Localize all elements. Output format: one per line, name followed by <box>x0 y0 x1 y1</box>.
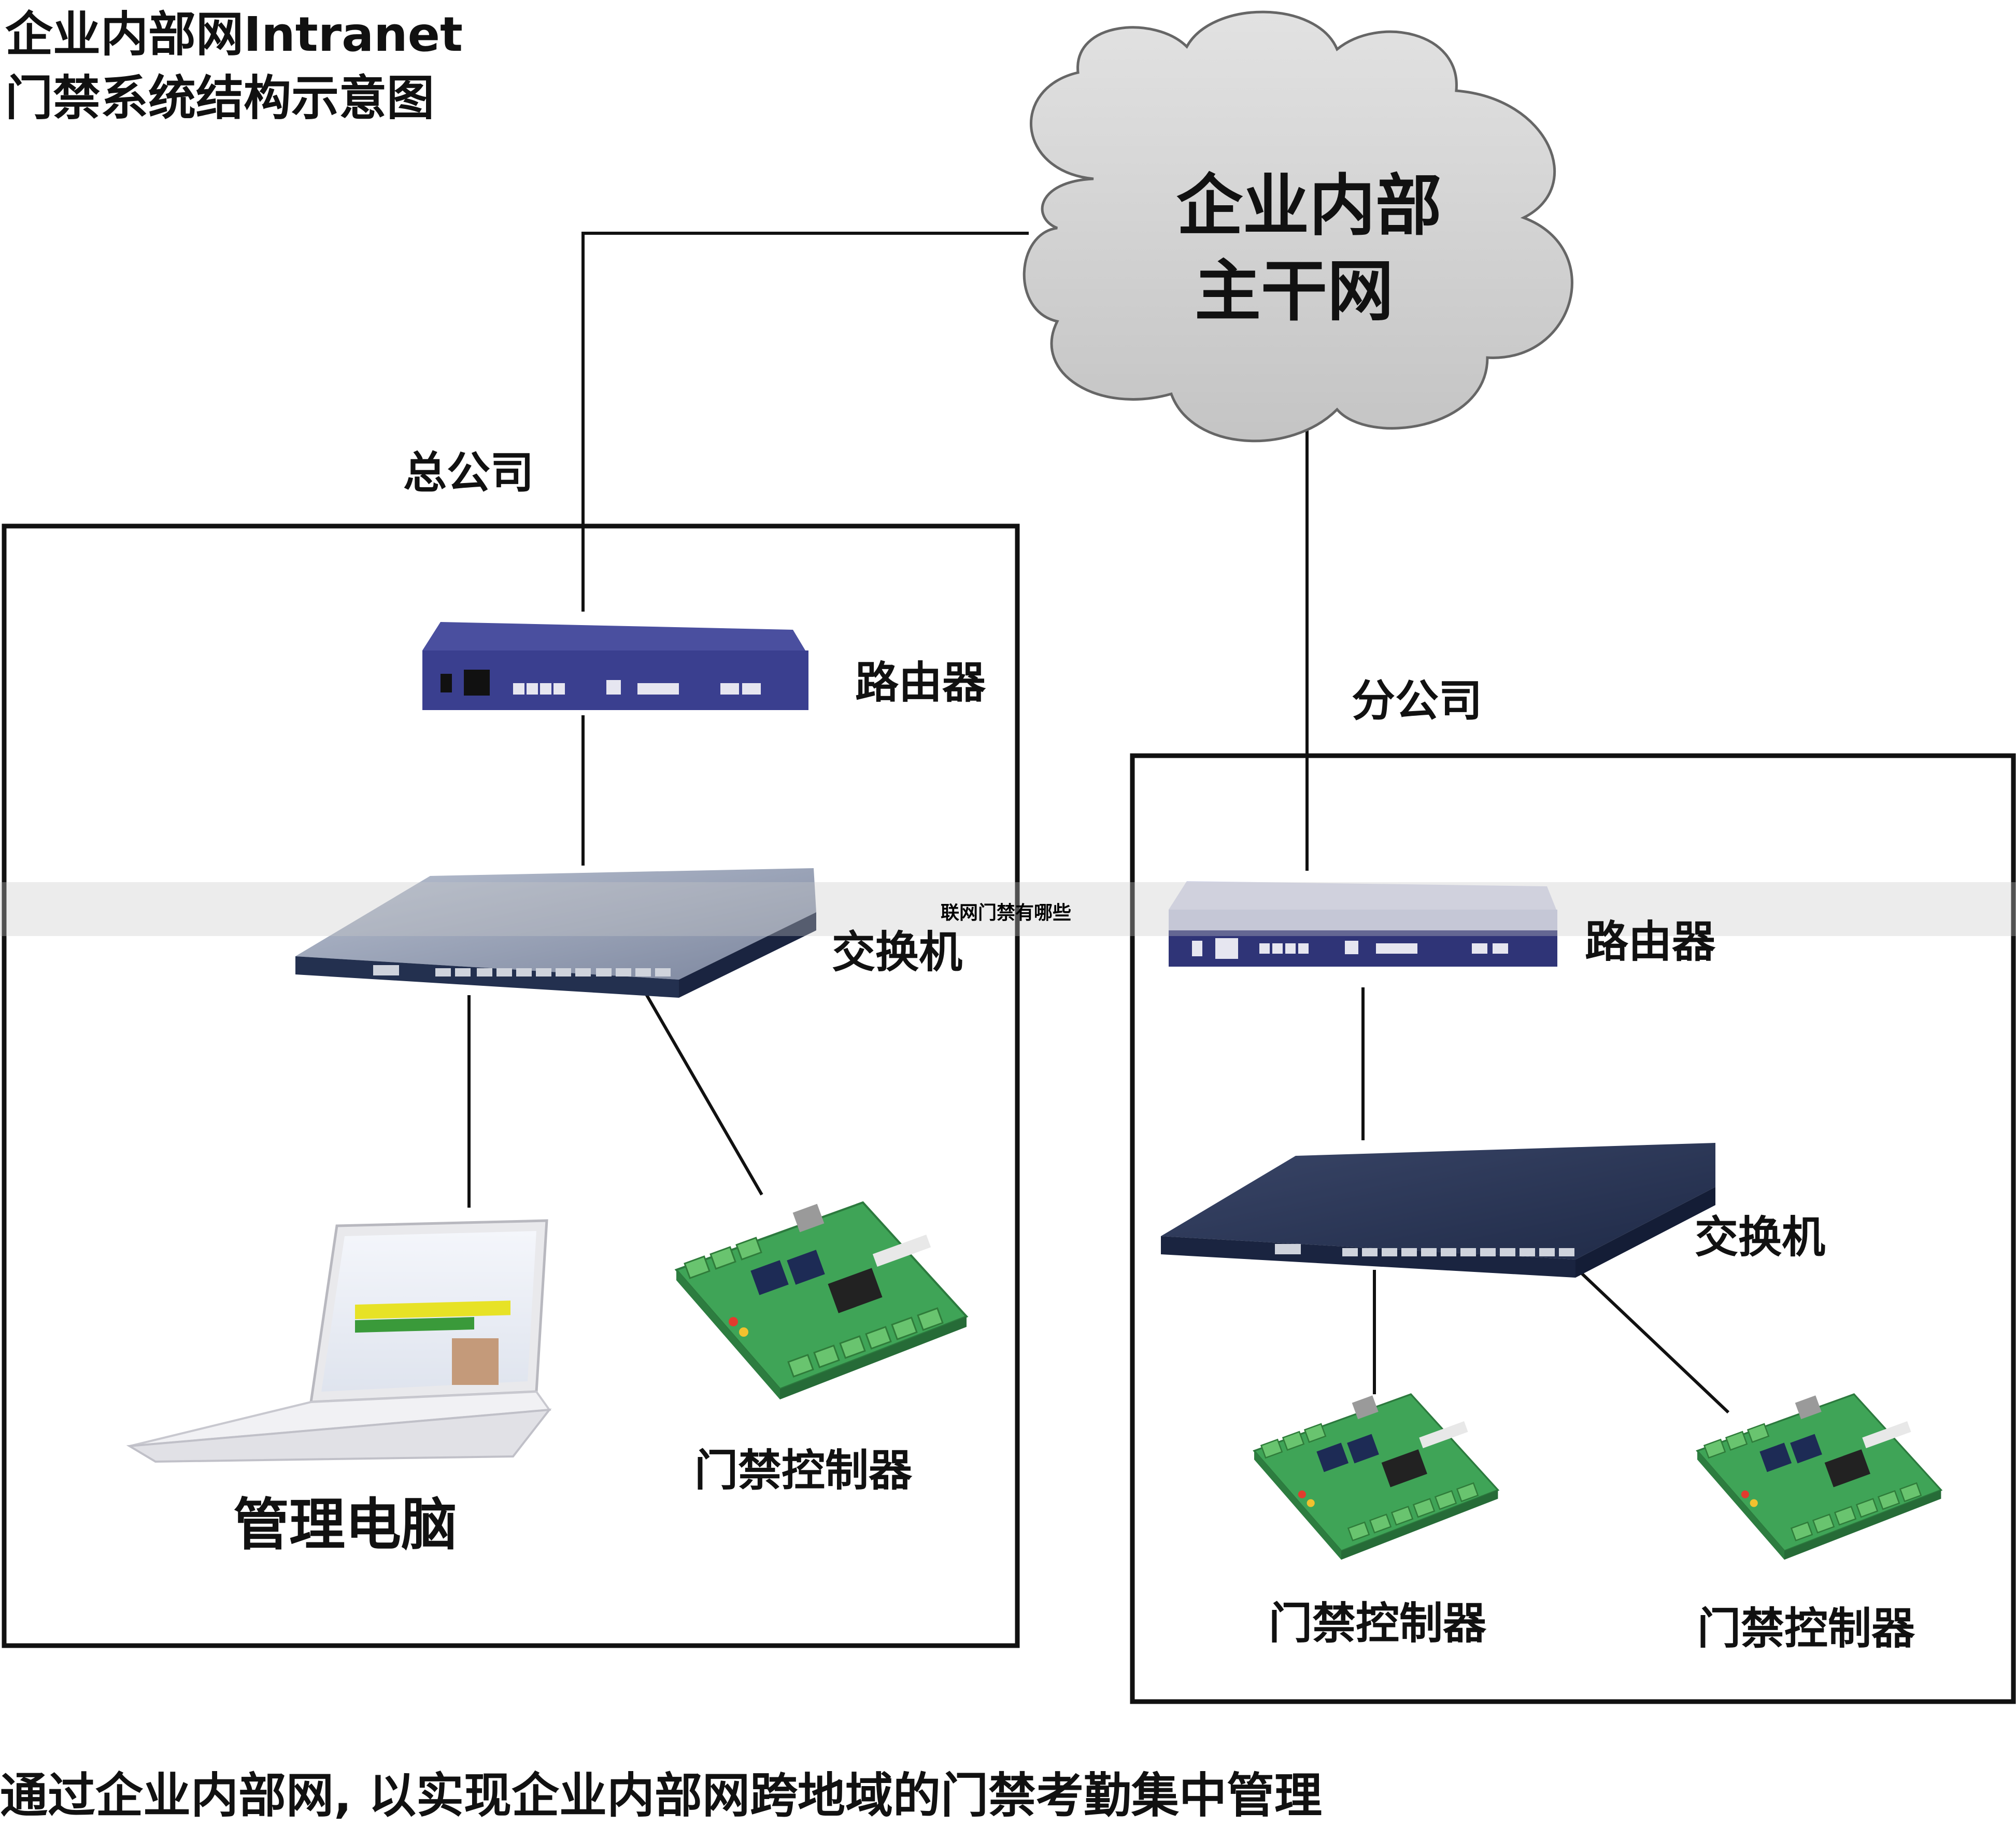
head-office-router-icon <box>422 622 808 710</box>
branch-office-router-label: 路由器 <box>1585 916 1716 967</box>
branch-office-router-icon <box>1169 881 1557 967</box>
management-pc-label: 管理电脑 <box>233 1493 458 1558</box>
head-office-label: 总公司 <box>403 447 534 498</box>
title-line-2: 门禁系统结构示意图 <box>5 70 435 126</box>
branch-office-switch-icon <box>1161 1143 1715 1278</box>
head-office-switch-icon <box>295 868 816 998</box>
head-office-box <box>2 523 1020 1648</box>
laptop-icon <box>126 1219 552 1463</box>
cloud-label-line-2: 主干网 <box>1195 253 1394 330</box>
connection-lines <box>467 232 1730 1414</box>
watermark-band <box>0 882 2016 936</box>
branch-controller2-label: 门禁控制器 <box>1697 1603 1915 1654</box>
cloud-icon <box>1023 10 1573 443</box>
head-office-router-label: 路由器 <box>855 657 986 708</box>
branch-office-label: 分公司 <box>1352 675 1483 726</box>
branch-office-box <box>1130 753 2016 1704</box>
line-cloud-to-head-office <box>581 232 1029 612</box>
head-office-controller-icon <box>675 1201 968 1400</box>
branch-controller2-icon <box>1696 1393 1942 1561</box>
caption: 通过企业内部网, 以实现企业内部网跨地域的门禁考勤集中管理 <box>0 1768 1322 1823</box>
head-office-switch-label: 交换机 <box>832 927 963 978</box>
watermark-text: 联网门禁有哪些 <box>941 902 1072 924</box>
cloud-label-line-1: 企业内部 <box>1176 167 1442 245</box>
line-branch-switch-to-controller2 <box>1579 1271 1730 1414</box>
head-office-controller-label: 门禁控制器 <box>694 1445 913 1496</box>
branch-office-switch-label: 交换机 <box>1695 1212 1826 1263</box>
title-line-1: 企业内部网Intranet <box>5 7 463 62</box>
line-head-switch-to-controller <box>644 992 763 1196</box>
branch-controller1-icon <box>1253 1393 1499 1561</box>
branch-controller1-label: 门禁控制器 <box>1269 1598 1487 1649</box>
